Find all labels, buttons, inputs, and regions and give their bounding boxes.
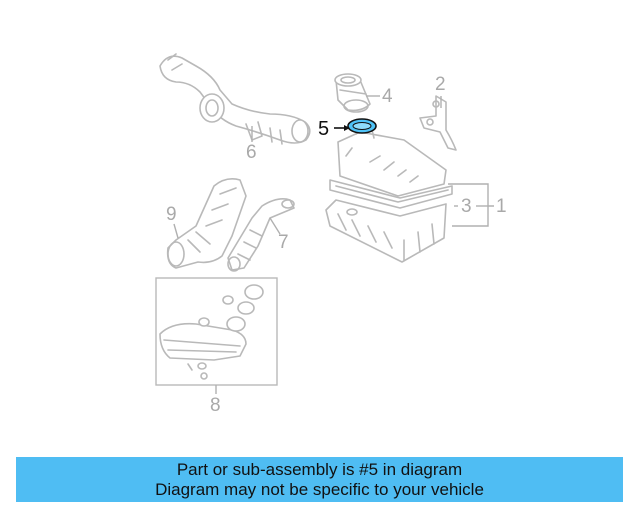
callout-9: 9 <box>166 204 177 225</box>
leader-lines <box>173 95 494 394</box>
banner-line-2: Diagram may not be specific to your vehi… <box>155 479 484 499</box>
callout-1: 1 <box>496 196 507 217</box>
callout-2: 2 <box>435 74 446 95</box>
banner-line-1: Part or sub-assembly is #5 in diagram <box>176 459 463 479</box>
airflow-tube-part-4 <box>334 73 371 113</box>
info-banner: Part or sub-assembly is #5 in diagram Di… <box>16 457 623 502</box>
intake-hose-part-6 <box>159 53 311 145</box>
callout-4: 4 <box>382 86 393 107</box>
callout-5: 5 <box>318 118 329 140</box>
air-cleaner-assembly-part-1 <box>325 127 453 263</box>
callout-6: 6 <box>246 142 257 163</box>
small-duct-part-7 <box>227 198 295 272</box>
parts-diagram: 4 2 3 1 6 7 9 8 5 <box>155 53 507 416</box>
callout-3: 3 <box>461 196 472 217</box>
bracket-part-2 <box>419 95 457 151</box>
filter-element-part-3 <box>329 179 453 209</box>
callout-7: 7 <box>278 232 289 253</box>
sub-assembly-box-part-8 <box>155 277 278 386</box>
seal-ring-part-5 <box>347 118 377 134</box>
resonator-duct-part-9 <box>166 178 247 269</box>
callout-8: 8 <box>210 395 221 416</box>
